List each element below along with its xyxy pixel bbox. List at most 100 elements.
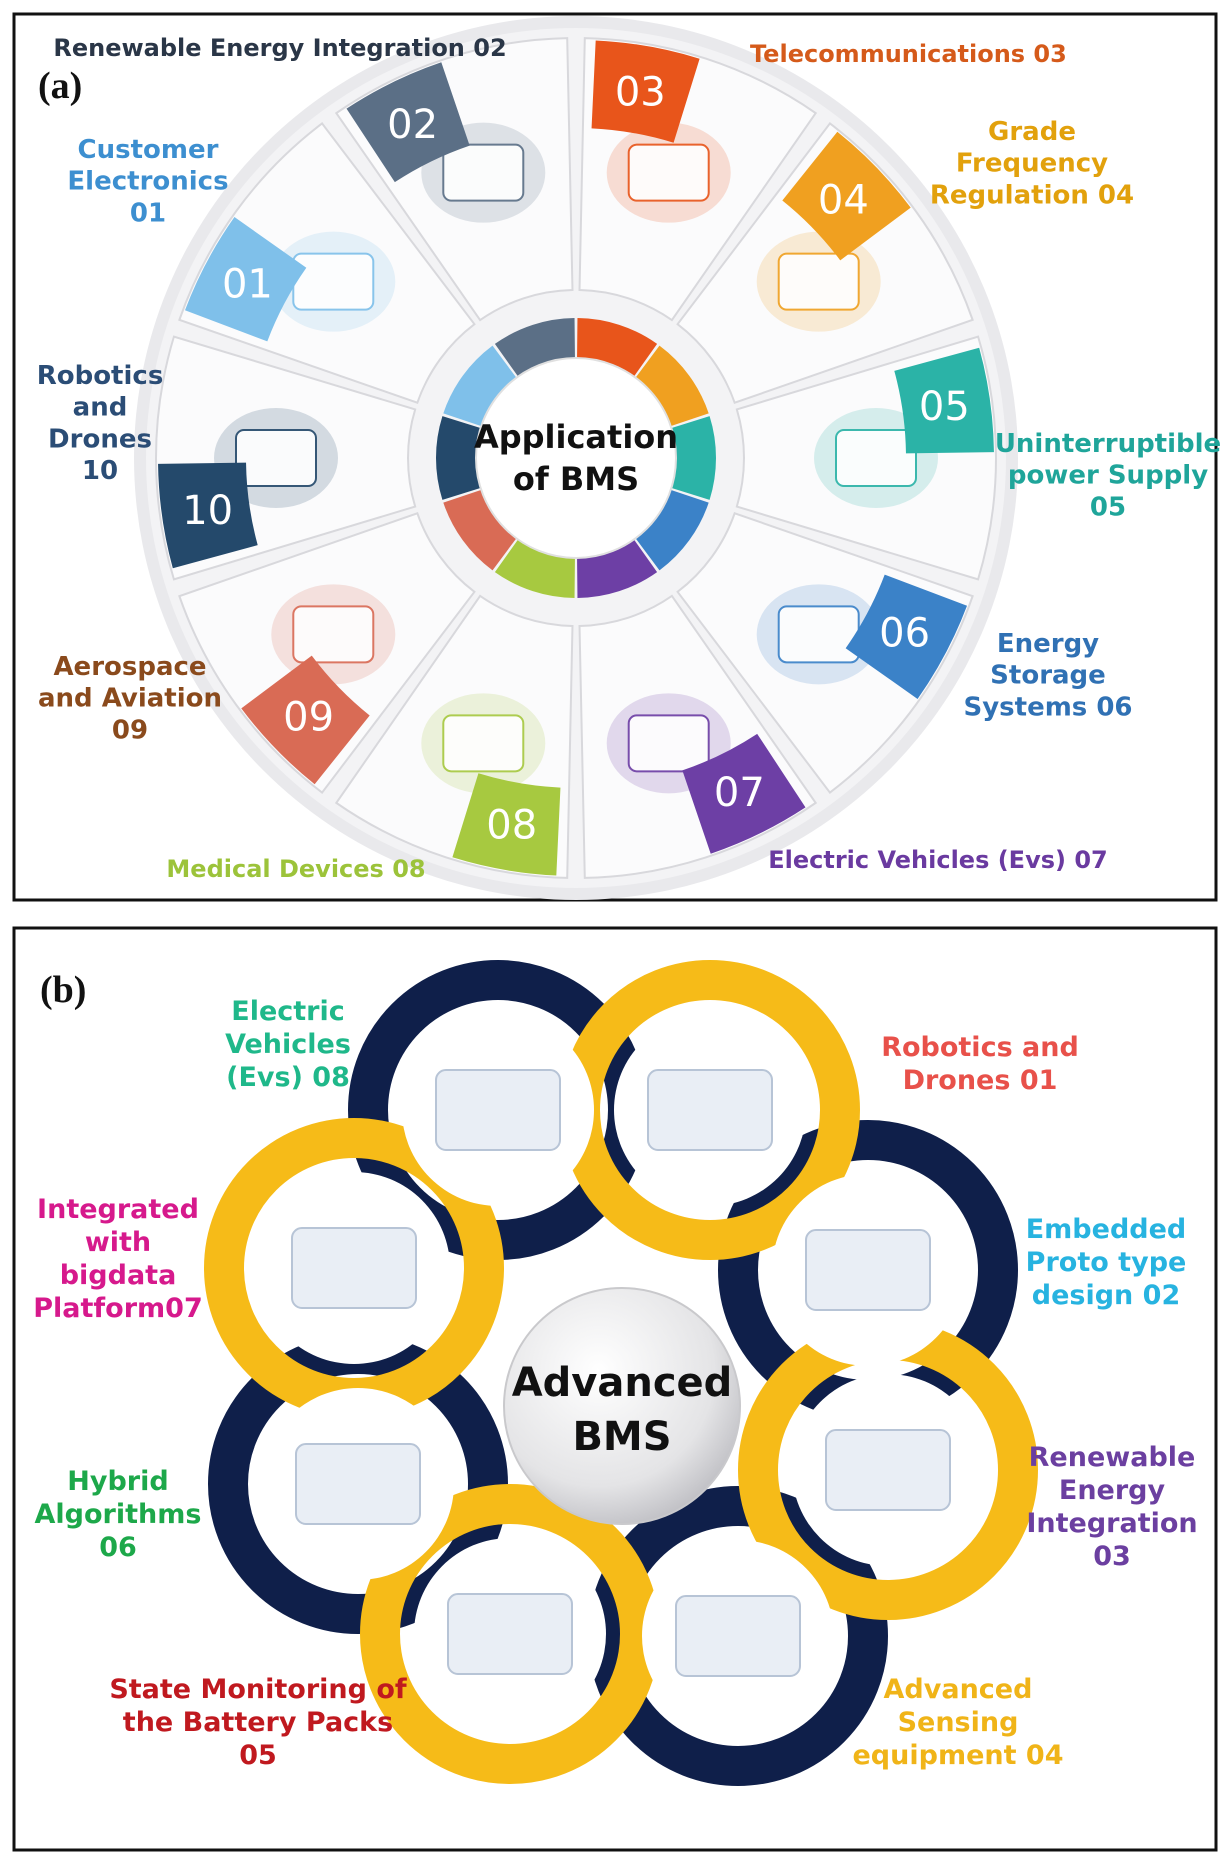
label-b-ev-line: Vehicles <box>225 1029 351 1060</box>
label-b-ev-line: (Evs) 08 <box>226 1062 350 1093</box>
number-tab-07 <box>682 733 806 854</box>
segment-number-07: 07 <box>714 770 765 816</box>
illustration-frame-02 <box>442 143 525 202</box>
number-tab-09 <box>241 655 370 785</box>
illustration-frame-08 <box>442 714 525 773</box>
illustration-frame-01 <box>292 252 375 311</box>
label-b-robotics-line: Drones 01 <box>903 1065 1058 1096</box>
panel-b-frame <box>12 926 1218 1852</box>
ring-state <box>360 1484 660 1784</box>
label-07: Electric Vehicles (Evs) 07 <box>768 846 1107 874</box>
segment-number-04: 04 <box>818 177 869 223</box>
label-10-line: 10 <box>82 456 118 486</box>
ring-illustration-embedded <box>805 1229 931 1311</box>
label-10-line: and <box>73 393 128 423</box>
ring-illustration-renewable <box>825 1429 951 1511</box>
panel-a-frame <box>12 12 1218 902</box>
number-tab-10 <box>158 462 258 569</box>
ring-illustration-robotics <box>647 1069 773 1151</box>
illustration-frame-06 <box>777 605 860 664</box>
label-b-state-line: State Monitoring of <box>109 1674 407 1705</box>
center-subtitle: of BMS <box>513 460 639 498</box>
label-b-state-line: the Battery Packs <box>123 1707 393 1738</box>
center-title-b: Advanced <box>512 1360 733 1406</box>
ring-illustration-ev <box>435 1069 561 1151</box>
label-03: Telecommunications 03 <box>750 40 1067 68</box>
inner-ring-04 <box>633 345 709 428</box>
label-09-line: 09 <box>112 715 148 745</box>
label-08: Medical Devices 08 <box>166 855 425 883</box>
label-01-line: 01 <box>130 198 166 228</box>
label-b-sensing-line: Advanced <box>884 1674 1033 1705</box>
segment-number-01: 01 <box>222 262 273 308</box>
label-b-state-line: 05 <box>239 1740 277 1771</box>
label-06-line: Storage <box>990 661 1106 691</box>
label-b-renewable-line: Integration <box>1026 1508 1197 1539</box>
label-b-embedded-line: design 02 <box>1032 1280 1181 1311</box>
number-tab-04 <box>782 131 911 261</box>
label-02: Renewable Energy Integration 02 <box>53 34 506 62</box>
segment-number-05: 05 <box>919 384 970 430</box>
segment-number-02: 02 <box>387 102 438 148</box>
label-b-ev-line: Electric <box>231 996 345 1027</box>
label-06-line: Systems 06 <box>963 692 1132 722</box>
label-10-line: Drones <box>48 424 152 454</box>
label-b-hybrid-line: Hybrid <box>67 1466 168 1497</box>
label-01-line: Customer <box>78 135 219 165</box>
label-09-line: Aerospace <box>53 652 206 682</box>
label-b-sensing-line: Sensing <box>898 1707 1019 1738</box>
label-b-renewable-line: Renewable <box>1029 1442 1196 1473</box>
label-04-line: Frequency <box>956 149 1108 179</box>
label-06-line: Energy <box>997 629 1099 659</box>
ring-illustration-state <box>447 1593 573 1675</box>
center-title: Application <box>474 418 678 456</box>
number-tab-08 <box>452 773 561 876</box>
label-b-hybrid-line: 06 <box>99 1532 137 1563</box>
center-subtitle-b: BMS <box>572 1414 671 1460</box>
segment-number-06: 06 <box>879 610 930 656</box>
label-05-line: power Supply <box>1008 461 1208 491</box>
label-b-bigdata-line: with <box>85 1227 151 1258</box>
label-10-line: Robotics <box>37 361 164 391</box>
number-tab-03 <box>591 40 700 143</box>
inner-ring-10 <box>435 416 485 500</box>
illustration-frame-05 <box>835 429 917 487</box>
label-04-line: Grade <box>988 117 1076 147</box>
number-tab-01 <box>184 217 307 342</box>
label-b-hybrid-line: Algorithms <box>35 1499 202 1530</box>
label-b-bigdata-line: bigdata <box>60 1260 177 1291</box>
label-09-line: and Aviation <box>38 684 222 714</box>
inner-ring-06 <box>633 488 709 571</box>
segment-number-09: 09 <box>283 695 334 741</box>
label-b-embedded-line: Proto type <box>1026 1247 1187 1278</box>
inner-ring-05 <box>667 416 716 500</box>
label-b-robotics-line: Robotics and <box>881 1032 1079 1063</box>
number-tab-05 <box>894 347 994 454</box>
illustration-frame-03 <box>627 143 710 202</box>
illustration-frame-07 <box>627 714 710 773</box>
segment-number-10: 10 <box>182 488 233 534</box>
number-tab-06 <box>845 574 968 699</box>
label-b-sensing-line: equipment 04 <box>853 1740 1064 1771</box>
panel-a-letter: (a) <box>38 65 82 107</box>
center-circle <box>475 357 677 559</box>
label-02-line: Renewable Energy Integration 02 <box>53 34 506 62</box>
label-05-line: 05 <box>1090 492 1126 522</box>
inner-ring-09 <box>443 488 519 571</box>
label-08-line: Medical Devices 08 <box>166 855 425 883</box>
label-07-line: Electric Vehicles (Evs) 07 <box>768 846 1107 874</box>
ring-illustration-hybrid <box>295 1443 421 1525</box>
